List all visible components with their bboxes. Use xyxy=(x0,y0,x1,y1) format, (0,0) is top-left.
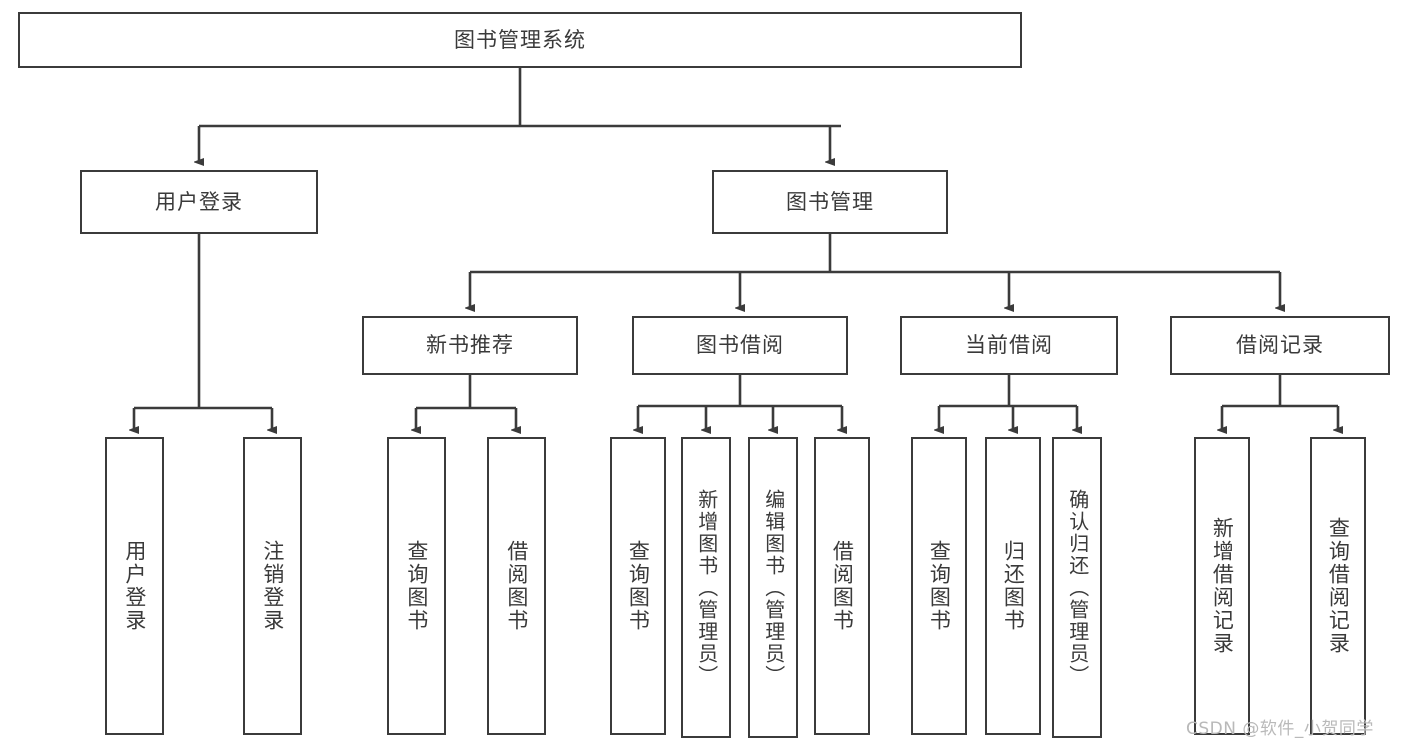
leaf-confirm-return-admin[interactable]: 确认归还（管理员） xyxy=(1052,437,1102,738)
node-label: 图书管理系统 xyxy=(454,27,586,52)
node-label: 图书借阅 xyxy=(696,333,784,358)
leaf-edit-book-admin[interactable]: 编辑图书（管理员） xyxy=(748,437,798,738)
leaf-query-borrow-record[interactable]: 查询借阅记录 xyxy=(1310,437,1366,735)
node-book-management[interactable]: 图书管理 xyxy=(712,170,948,234)
node-label: 当前借阅 xyxy=(965,333,1053,358)
node-current-borrow[interactable]: 当前借阅 xyxy=(900,316,1118,375)
node-label: 确认归还（管理员） xyxy=(1065,488,1090,687)
leaf-borrow-book-recommend[interactable]: 借阅图书 xyxy=(487,437,546,735)
csdn-watermark: CSDN @软件_小贺同学 xyxy=(1186,719,1374,739)
leaf-user-login[interactable]: 用户登录 xyxy=(105,437,164,735)
node-book-borrow[interactable]: 图书借阅 xyxy=(632,316,848,375)
node-label: 注销登录 xyxy=(260,540,285,632)
node-label: 查询图书 xyxy=(927,540,952,632)
leaf-logout[interactable]: 注销登录 xyxy=(243,437,302,735)
leaf-query-book-borrow[interactable]: 查询图书 xyxy=(610,437,666,735)
node-label: 新增借阅记录 xyxy=(1210,517,1235,655)
leaf-query-book-recommend[interactable]: 查询图书 xyxy=(387,437,446,735)
node-borrow-record[interactable]: 借阅记录 xyxy=(1170,316,1390,375)
node-label: 查询图书 xyxy=(404,540,429,632)
node-label: 用户登录 xyxy=(155,189,243,214)
leaf-add-book-admin[interactable]: 新增图书（管理员） xyxy=(681,437,731,738)
node-root-book-management-system[interactable]: 图书管理系统 xyxy=(18,12,1022,68)
leaf-borrow-book[interactable]: 借阅图书 xyxy=(814,437,870,735)
node-label: 查询图书 xyxy=(626,540,651,632)
leaf-add-borrow-record[interactable]: 新增借阅记录 xyxy=(1194,437,1250,735)
node-label: 借阅记录 xyxy=(1236,333,1324,358)
node-label: 用户登录 xyxy=(122,540,147,632)
node-new-book-recommend[interactable]: 新书推荐 xyxy=(362,316,578,375)
node-label: 查询借阅记录 xyxy=(1326,517,1351,655)
node-label: 借阅图书 xyxy=(830,540,855,632)
node-label: 新增图书（管理员） xyxy=(694,488,719,687)
node-user-login[interactable]: 用户登录 xyxy=(80,170,318,234)
leaf-return-book[interactable]: 归还图书 xyxy=(985,437,1041,735)
node-label: 新书推荐 xyxy=(426,333,514,358)
node-label: 归还图书 xyxy=(1001,540,1026,632)
node-label: 图书管理 xyxy=(786,189,874,214)
node-label: 借阅图书 xyxy=(504,540,529,632)
node-label: 编辑图书（管理员） xyxy=(761,488,786,687)
leaf-query-book-current[interactable]: 查询图书 xyxy=(911,437,967,735)
